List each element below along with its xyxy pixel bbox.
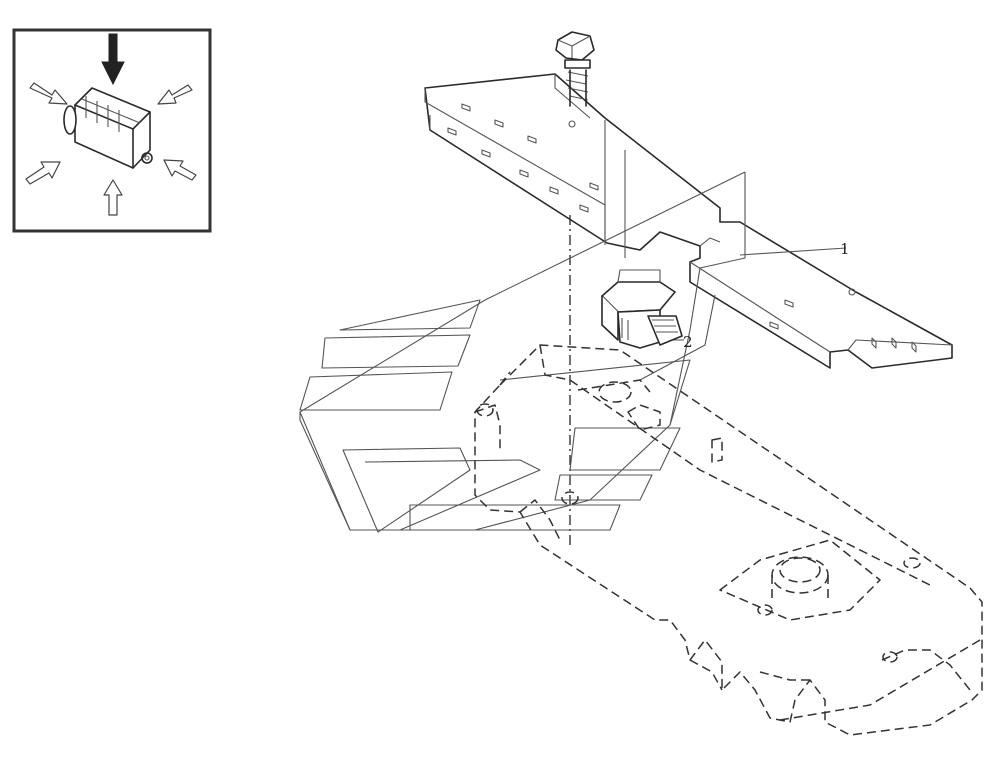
relay-part-2 bbox=[601, 269, 683, 349]
bracket-part-1 bbox=[424, 73, 953, 369]
arrow-upper-left-icon bbox=[29, 82, 68, 105]
valve-cover bbox=[474, 344, 983, 736]
inset-block-icon bbox=[63, 87, 153, 169]
down-arrow-icon bbox=[101, 33, 125, 86]
arrow-upper-right-icon bbox=[157, 84, 193, 105]
bolt bbox=[555, 31, 595, 107]
arrow-lower-left-icon bbox=[25, 161, 61, 185]
orientation-inset bbox=[12, 28, 212, 233]
inset-arrows bbox=[25, 33, 197, 216]
callout-label-1: 1 bbox=[840, 240, 850, 258]
up-arrow-icon bbox=[103, 179, 123, 216]
bracket-slots bbox=[447, 103, 917, 353]
callout-label-2: 2 bbox=[683, 333, 693, 351]
arrow-lower-right-icon bbox=[163, 159, 197, 181]
perspective-panel bbox=[299, 171, 746, 533]
